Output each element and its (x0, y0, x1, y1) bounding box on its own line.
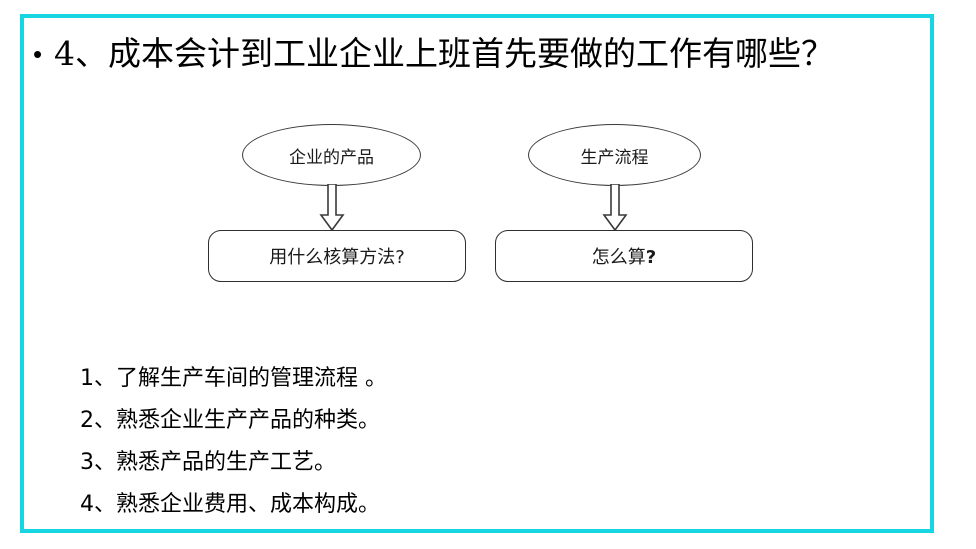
answer-list: 1、了解生产车间的管理流程 。 2、熟悉企业生产产品的种类。 3、熟悉产品的生产… (80, 358, 780, 526)
page-title: 4、成本会计到工业企业上班首先要做的工作有哪些？ (54, 34, 834, 73)
list-item: 2、熟悉企业生产产品的种类。 (80, 408, 380, 433)
slide-border-frame (20, 14, 934, 533)
slide-title: • 4、成本会计到工业企业上班首先要做的工作有哪些？ (30, 26, 920, 82)
list-item: 4、熟悉企业费用、成本构成。 (80, 492, 380, 517)
list-item: 1、了解生产车间的管理流程 。 (80, 366, 387, 391)
list-item: 3、熟悉产品的生产工艺。 (80, 450, 336, 475)
bullet-icon: • (33, 39, 43, 69)
